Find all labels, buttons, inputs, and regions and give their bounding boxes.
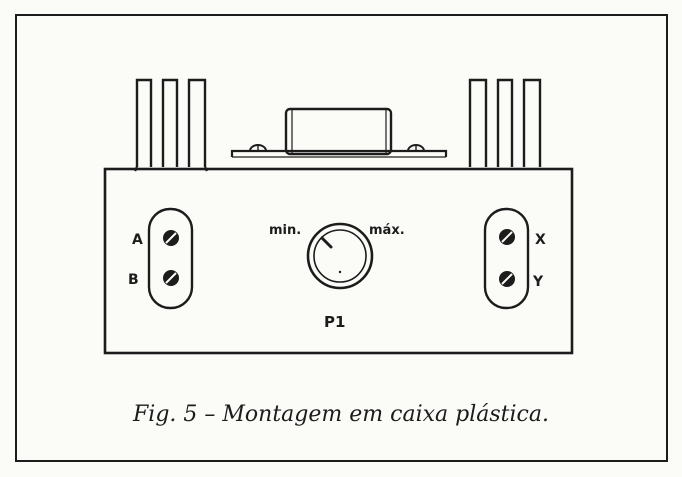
screw-terminal-b bbox=[163, 270, 179, 286]
heatsink-right bbox=[468, 78, 542, 167]
heatsink-left bbox=[133, 78, 209, 172]
mounting-screw-left bbox=[249, 144, 267, 152]
terminal-strip-right bbox=[483, 207, 530, 310]
terminal-strip-left bbox=[147, 207, 194, 310]
box-front-panel bbox=[103, 167, 574, 355]
screw-terminal-a bbox=[163, 230, 179, 246]
screw-terminal-y bbox=[499, 271, 515, 287]
figure-frame bbox=[15, 14, 668, 462]
potentiometer-max-label: máx. bbox=[369, 223, 405, 238]
potentiometer-knob bbox=[306, 222, 374, 290]
terminal-label-a: A bbox=[132, 232, 143, 248]
screw-terminal-x bbox=[499, 229, 515, 245]
mounting-screw-right bbox=[407, 144, 425, 152]
potentiometer-label: P1 bbox=[324, 313, 345, 331]
terminal-label-y: Y bbox=[532, 274, 544, 290]
terminal-label-x: X bbox=[535, 232, 546, 248]
mounting-bracket bbox=[230, 149, 448, 158]
transistor-body bbox=[284, 107, 393, 156]
figure-caption: Fig. 5 – Montagem em caixa plástica. bbox=[132, 402, 549, 427]
potentiometer-min-label: min. bbox=[269, 223, 301, 238]
terminal-label-b: B bbox=[128, 272, 139, 288]
